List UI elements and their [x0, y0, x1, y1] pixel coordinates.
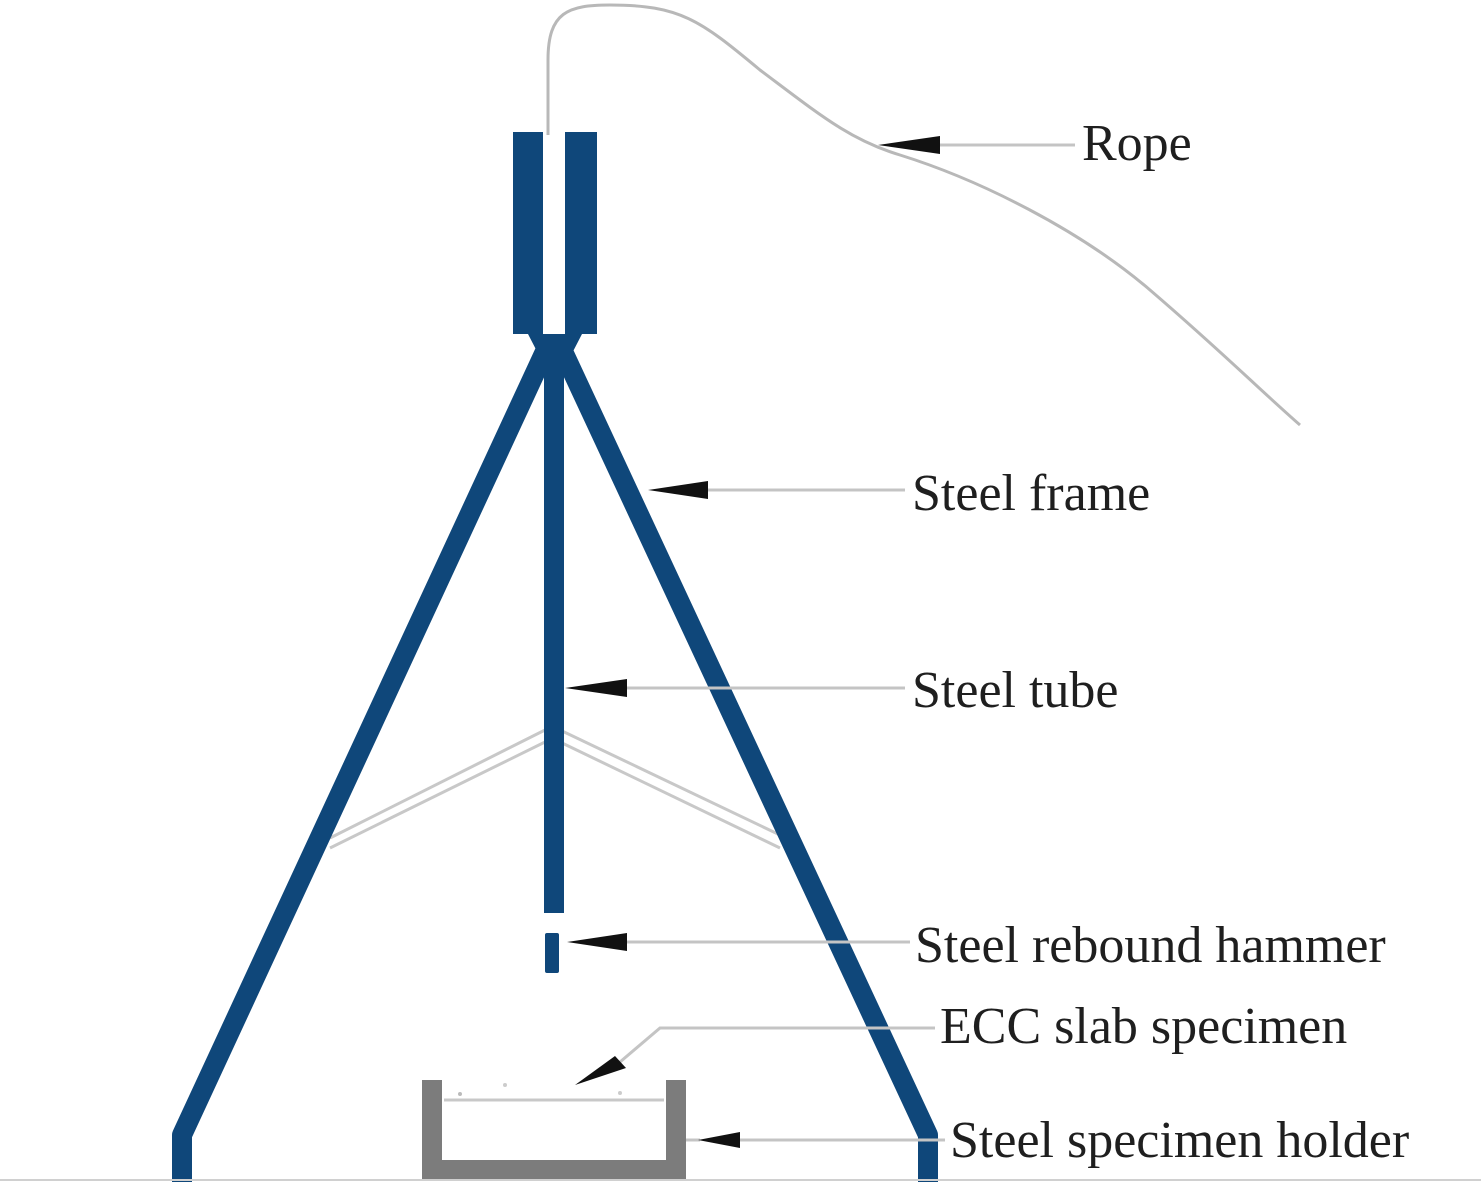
steel-specimen-holder	[422, 1080, 686, 1180]
label-steel-specimen-holder: Steel specimen holder	[950, 1112, 1409, 1169]
steel-tube	[544, 350, 564, 913]
ecc-slab-specimen	[444, 1083, 664, 1102]
frame-apex	[528, 334, 582, 365]
steel-frame-right-leg	[550, 340, 938, 1182]
arrowhead-steel-tube	[565, 679, 627, 697]
callout-rope	[878, 136, 1075, 154]
callout-steel-specimen-holder	[686, 1132, 945, 1148]
label-ecc-slab-specimen: ECC slab specimen	[940, 998, 1347, 1055]
guide-block-left	[513, 132, 543, 334]
arrowhead-ecc-slab-specimen	[575, 1056, 626, 1085]
callout-ecc-slab-specimen	[575, 1026, 935, 1085]
callout-steel-frame	[648, 481, 905, 499]
label-rope: Rope	[1082, 115, 1192, 172]
rope	[546, 3, 1301, 427]
guide-block-right	[565, 132, 597, 334]
steel-frame-left-leg	[172, 340, 558, 1182]
label-steel-frame: Steel frame	[912, 465, 1150, 522]
arrowhead-steel-frame	[648, 481, 708, 499]
steel-rebound-hammer	[545, 933, 559, 973]
frame-braces	[329, 728, 781, 850]
arrowhead-rope	[878, 136, 940, 154]
callout-steel-rebound-hammer	[567, 933, 910, 951]
label-steel-tube: Steel tube	[912, 662, 1119, 719]
callout-steel-tube	[565, 679, 905, 697]
steel-frame	[172, 340, 938, 1182]
arrowhead-steel-specimen-holder	[698, 1132, 740, 1148]
label-steel-rebound-hammer: Steel rebound hammer	[915, 917, 1386, 974]
arrowhead-steel-rebound-hammer	[567, 933, 627, 951]
